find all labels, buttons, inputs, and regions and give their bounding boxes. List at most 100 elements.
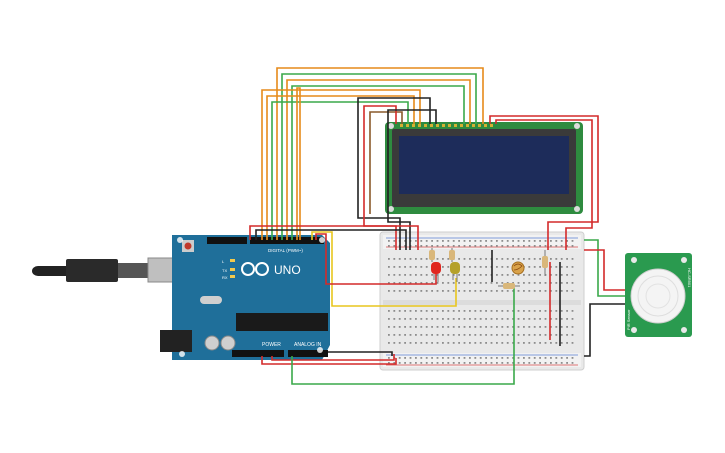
breadboard-hole <box>447 357 450 359</box>
breadboard-hole <box>533 240 536 242</box>
breadboard-hole <box>512 318 514 320</box>
breadboard-hole <box>528 240 531 242</box>
pir-model-label: HC-SR501 <box>687 268 692 288</box>
breadboard-hole <box>550 266 552 268</box>
breadboard-hole <box>436 258 439 260</box>
resistor[interactable] <box>449 248 455 262</box>
photoresistor[interactable] <box>511 261 525 275</box>
breadboard-hole <box>431 290 433 292</box>
breadboard-hole <box>479 245 482 247</box>
breadboard-hole <box>566 334 568 336</box>
breadboard-hole <box>512 342 514 344</box>
breadboard-hole <box>469 240 471 242</box>
breadboard-hole <box>571 290 574 292</box>
breadboard-hole <box>555 334 558 336</box>
breadboard-hole <box>560 290 563 292</box>
pir-sensor[interactable]: HC-SR501 PIR Sensor <box>625 253 692 337</box>
breadboard-hole <box>528 266 531 268</box>
breadboard-hole <box>523 240 525 242</box>
breadboard-hole <box>533 318 536 320</box>
breadboard-hole <box>490 240 493 242</box>
breadboard-hole <box>501 258 504 260</box>
breadboard-hole <box>517 362 520 364</box>
resistor[interactable] <box>429 248 435 262</box>
breadboard-hole <box>415 334 417 336</box>
breadboard-hole <box>425 266 428 268</box>
breadboard-hole <box>388 334 390 336</box>
breadboard-hole <box>447 240 450 242</box>
breadboard-hole <box>506 357 509 359</box>
breadboard-hole <box>420 362 423 364</box>
lcd-module[interactable] <box>385 122 583 214</box>
breadboard-hole <box>479 258 482 260</box>
breadboard-hole <box>463 240 466 242</box>
wire-brown <box>369 111 403 214</box>
breadboard-hole <box>485 282 487 284</box>
breadboard-hole <box>474 282 477 284</box>
breadboard-hole <box>452 326 455 328</box>
breadboard-hole <box>496 282 498 284</box>
breadboard-hole <box>409 326 412 328</box>
breadboard-hole <box>415 266 417 268</box>
breadboard-hole <box>544 334 547 336</box>
breadboard-hole <box>393 342 396 344</box>
breadboard-hole <box>571 310 574 312</box>
lcd-mount-hole <box>574 206 580 212</box>
red-led[interactable] <box>431 262 441 282</box>
yellow-led[interactable] <box>450 262 460 282</box>
breadboard-hole <box>485 245 487 247</box>
breadboard-hole <box>388 290 390 292</box>
breadboard-hole <box>506 245 509 247</box>
breadboard-hole <box>501 357 504 359</box>
resistor[interactable] <box>498 283 520 289</box>
breadboard-hole <box>496 266 498 268</box>
breadboard-hole <box>566 282 568 284</box>
breadboard-hole <box>463 290 466 292</box>
wire-red <box>271 354 395 361</box>
breadboard-hole <box>544 318 547 320</box>
breadboard-hole <box>571 240 574 242</box>
wire-orange <box>261 89 421 240</box>
breadboard-hole <box>388 266 390 268</box>
arduino-uno[interactable]: UNO DIGITAL (PWM~) POWER ANALOG IN L TX … <box>32 235 330 360</box>
breadboard-hole <box>388 245 390 247</box>
breadboard-hole <box>496 326 498 328</box>
breadboard-hole <box>452 290 455 292</box>
breadboard-hole <box>490 245 493 247</box>
breadboard-hole <box>560 342 563 344</box>
wire-yellow <box>311 231 457 307</box>
breadboard-hole <box>539 240 541 242</box>
breadboard-hole <box>447 310 450 312</box>
breadboard-hole <box>436 362 439 364</box>
breadboard-hole <box>393 318 396 320</box>
breadboard-hole <box>560 318 563 320</box>
breadboard-hole <box>560 266 563 268</box>
breadboard-hole <box>571 357 574 359</box>
breadboard-hole <box>404 310 406 312</box>
breadboard-hole <box>447 334 450 336</box>
breadboard-hole <box>404 290 406 292</box>
breadboard-hole <box>566 357 568 359</box>
breadboard-hole <box>523 362 525 364</box>
breadboard-hole <box>398 342 401 344</box>
breadboard-hole <box>560 334 563 336</box>
breadboard-hole <box>571 282 574 284</box>
breadboard-hole <box>415 362 417 364</box>
wire-green <box>271 101 409 240</box>
breadboard-hole <box>550 282 552 284</box>
breadboard-hole <box>409 362 412 364</box>
breadboard-hole <box>425 357 428 359</box>
digital-header <box>250 237 324 244</box>
resistor[interactable] <box>542 250 548 276</box>
breadboard-hole <box>452 334 455 336</box>
breadboard-hole <box>501 274 504 276</box>
breadboard-hole <box>533 362 536 364</box>
breadboard-hole <box>463 282 466 284</box>
breadboard-hole <box>479 342 482 344</box>
breadboard-hole <box>523 334 525 336</box>
breadboard-hole <box>506 240 509 242</box>
breadboard-hole <box>404 334 406 336</box>
breadboard-hole <box>539 357 541 359</box>
breadboard[interactable] <box>379 231 585 371</box>
wires <box>249 67 625 385</box>
